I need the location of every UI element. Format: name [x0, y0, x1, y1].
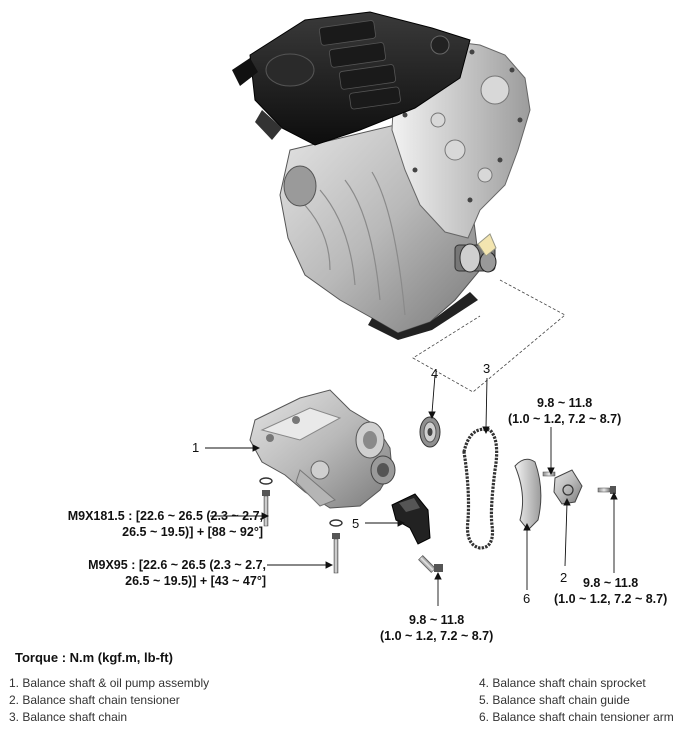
spec-line: 9.8 ~ 11.8	[537, 396, 593, 410]
crankshaft-sprocket	[454, 233, 497, 273]
head-cover-bracket	[232, 58, 258, 86]
legend-item: 4. Balance shaft chain sprocket	[479, 676, 646, 690]
guide-bolt	[418, 555, 443, 573]
balance-shaft-chain-tensioner	[553, 469, 583, 505]
oil-filler-cap	[430, 35, 450, 55]
spec-line: M9X95 : [22.6 ~ 26.5 (2.3 ~ 2.7,	[88, 558, 266, 572]
spec-line: 26.5 ~ 19.5)] + [88 ~ 92°]	[122, 525, 263, 539]
legend-right: 4. Balance shaft chain sprocket 5. Balan…	[479, 675, 674, 726]
legend-item: 5. Balance shaft chain guide	[479, 693, 630, 707]
bolt-m9x181	[259, 477, 273, 527]
balance-shaft-oil-pump-assembly	[249, 389, 396, 509]
callout-4: 4	[431, 366, 439, 381]
balance-shaft-chain	[462, 427, 499, 550]
legend-left: 1. Balance shaft & oil pump assembly 2. …	[9, 675, 209, 726]
callout-1: 1	[192, 440, 200, 455]
balance-shaft-chain-guide	[391, 493, 431, 545]
legend-item: 3. Balance shaft chain	[9, 710, 128, 724]
callout-2: 2	[560, 570, 568, 585]
spec-line: (1.0 ~ 1.2, 7.2 ~ 8.7)	[508, 412, 622, 426]
block-ribs	[299, 171, 406, 316]
legend-item: 6. Balance shaft chain tensioner arm	[479, 710, 674, 724]
spec-line: 9.8 ~ 11.8	[409, 613, 465, 627]
bolt-m9x95	[329, 519, 343, 574]
torque-unit-note: Torque : N.m (kgf.m, lb-ft)	[15, 650, 173, 665]
spec-m9x95: M9X95 : [22.6 ~ 26.5 (2.3 ~ 2.7, 26.5 ~ …	[78, 557, 266, 589]
spec-line: 26.5 ~ 19.5)] + [43 ~ 47°]	[125, 574, 266, 588]
balance-shaft-chain-sprocket	[419, 416, 441, 448]
engine-assembly	[232, 11, 531, 340]
spec-line: (1.0 ~ 1.2, 7.2 ~ 8.7)	[554, 592, 668, 606]
spec-tensioner-bolt-lower: 9.8 ~ 11.8 (1.0 ~ 1.2, 7.2 ~ 8.7)	[554, 575, 667, 607]
spec-line: (1.0 ~ 1.2, 7.2 ~ 8.7)	[380, 629, 494, 643]
leader-lines	[205, 374, 618, 606]
spec-m9x181: M9X181.5 : [22.6 ~ 26.5 (2.3 ~ 2.7, 26.5…	[48, 508, 263, 540]
coil-packs	[318, 20, 401, 110]
balance-shaft-chain-tensioner-arm	[514, 458, 542, 531]
spec-tensioner-bolt-upper: 9.8 ~ 11.8 (1.0 ~ 1.2, 7.2 ~ 8.7)	[508, 395, 621, 427]
oil-pan-lip	[368, 292, 478, 340]
legend-item: 1. Balance shaft & oil pump assembly	[9, 676, 210, 690]
spec-line: 9.8 ~ 11.8	[583, 576, 639, 590]
block-boss	[283, 165, 317, 207]
callout-6: 6	[523, 591, 531, 606]
head-cover-mount	[255, 110, 282, 140]
spec-line: M9X181.5 : [22.6 ~ 26.5 (2.3 ~ 2.7,	[67, 509, 263, 523]
head-cover-port	[265, 53, 315, 87]
legend-item: 2. Balance shaft chain tensioner	[9, 693, 180, 707]
tensioner-bolts	[542, 471, 616, 494]
cover-bosses	[430, 75, 510, 183]
spec-guide-bolt: 9.8 ~ 11.8 (1.0 ~ 1.2, 7.2 ~ 8.7)	[380, 612, 493, 644]
callout-5: 5	[352, 516, 360, 531]
callout-3: 3	[483, 361, 491, 376]
